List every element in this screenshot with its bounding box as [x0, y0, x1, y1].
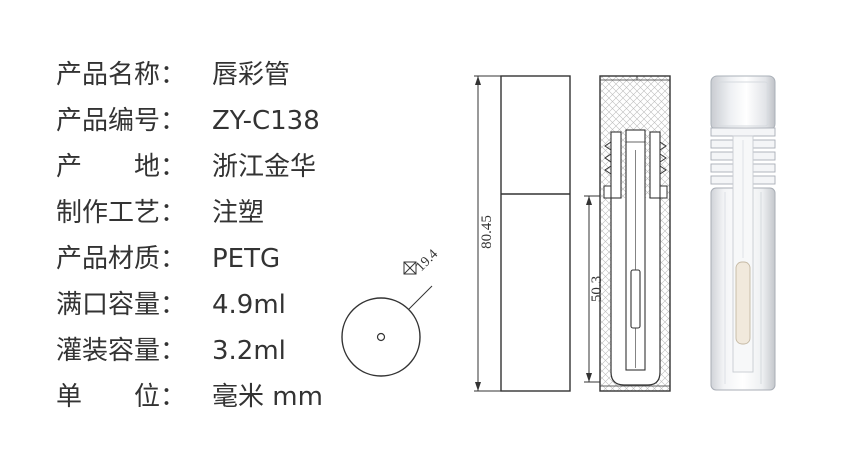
spec-value: PETG: [212, 244, 281, 274]
diameter-value: 19.4: [413, 247, 441, 275]
spec-label: 满口容量：: [56, 290, 187, 320]
product-render: [710, 75, 776, 391]
total-height-value: 80.45: [479, 215, 495, 249]
spec-label: 制作工艺：: [56, 198, 187, 228]
top-view: 19.4: [341, 247, 441, 377]
section-view: [599, 75, 671, 392]
spec-value: 注塑: [212, 198, 265, 228]
spec-value: 浙江金华: [212, 152, 317, 182]
spec-label: 单 位：: [56, 382, 187, 412]
spec-label: 产品编号：: [56, 106, 187, 136]
spec-label: 产 地：: [56, 152, 187, 182]
spec-value: 3.2ml: [212, 336, 286, 366]
spec-value: 唇彩管: [212, 60, 291, 90]
spec-value: 4.9ml: [212, 290, 286, 320]
spec-label: 灌装容量：: [56, 336, 187, 366]
spec-value: 毫米 mm: [212, 382, 323, 412]
spec-value: ZY-C138: [212, 106, 320, 136]
spec-label: 产品材质：: [56, 244, 187, 274]
spec-label: 产品名称：: [56, 60, 187, 90]
side-view: [500, 75, 571, 392]
